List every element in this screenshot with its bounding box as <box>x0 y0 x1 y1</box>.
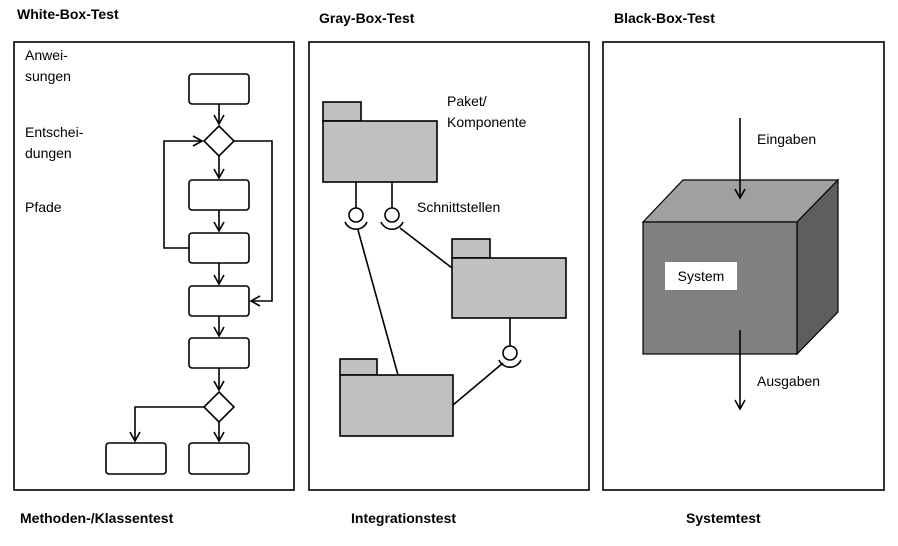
label-anweisungen-1: Anwei- <box>25 47 68 63</box>
package-1-tab <box>322 101 362 122</box>
package-1 <box>322 120 438 183</box>
statement-node-6 <box>105 442 167 475</box>
label-anweisungen-2: sungen <box>25 68 71 84</box>
label-entscheidungen-1: Entschei- <box>25 124 84 140</box>
flowchart <box>105 73 250 475</box>
package-2 <box>451 257 567 319</box>
white-box-caption: Methoden-/Klassentest <box>20 510 174 526</box>
statement-node-1 <box>188 73 250 105</box>
black-box-title: Black-Box-Test <box>614 10 715 26</box>
package-2-tab <box>451 238 491 259</box>
package-3-tab <box>339 358 378 376</box>
flowchart-edges <box>129 104 273 443</box>
system-label: System <box>665 262 737 290</box>
label-komponente: Komponente <box>447 114 527 130</box>
interfaces <box>344 182 522 406</box>
label-ausgaben: Ausgaben <box>757 373 821 389</box>
white-box-panel <box>13 41 295 491</box>
component-packages <box>322 101 567 437</box>
statement-node-7 <box>188 442 250 475</box>
label-pfade: Pfade <box>25 199 62 215</box>
statement-node-4 <box>188 285 250 317</box>
white-box-title: White-Box-Test <box>17 6 119 22</box>
package-3 <box>339 374 454 437</box>
statement-node-2 <box>188 179 250 211</box>
label-schnittstellen: Schnittstellen <box>417 199 501 215</box>
gray-box-title: Gray-Box-Test <box>319 10 415 26</box>
label-eingaben: Eingaben <box>757 131 817 147</box>
label-entscheidungen-2: dungen <box>25 145 72 161</box>
statement-node-3 <box>188 232 250 264</box>
label-paket: Paket/ <box>447 93 487 109</box>
statement-node-5 <box>188 337 250 369</box>
black-box-caption: Systemtest <box>686 510 761 526</box>
system-cube <box>641 178 840 356</box>
gray-box-caption: Integrationstest <box>351 510 457 526</box>
